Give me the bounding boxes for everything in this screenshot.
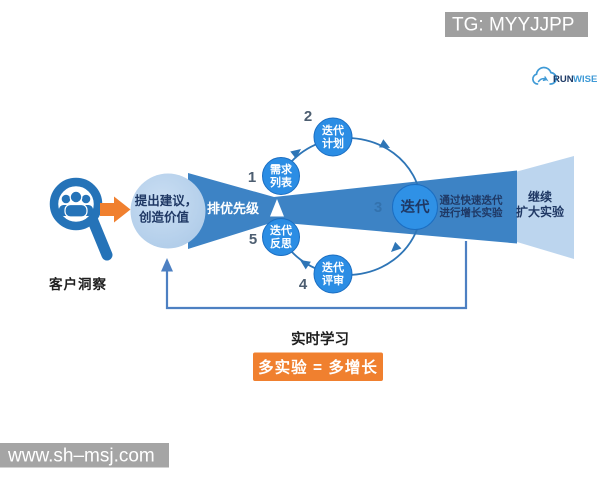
suggest-circle <box>130 173 206 249</box>
prioritize-label: 排优先级 <box>207 201 260 216</box>
cloud-icon <box>532 66 558 85</box>
suggest-line2: 创造价值 <box>138 210 190 225</box>
step3-circle <box>392 184 438 230</box>
arrowhead-step4-to-step5-icon <box>300 260 311 270</box>
site-watermark-text: www.sh–msj.com <box>7 446 155 467</box>
step1-node: 需求 列表 1 <box>248 157 300 195</box>
step2-node: 迭代 计划 2 <box>304 108 353 157</box>
step4-number: 4 <box>299 276 308 293</box>
feedback-bracket <box>165 241 468 310</box>
magnifier-handle <box>87 215 113 261</box>
runwise-text-run: RUN <box>553 74 574 85</box>
banner-box <box>253 352 383 381</box>
people-icon <box>59 190 93 218</box>
step2-circle <box>313 117 353 157</box>
step2-label-line1: 迭代 <box>322 123 344 137</box>
growth-experiment-line1: 通过快速迭代 <box>440 194 503 207</box>
step3-number: 3 <box>374 199 382 216</box>
funnel-shape <box>188 170 517 249</box>
bracket-up-arrowhead-icon <box>161 258 173 272</box>
step5-label-line2: 反思 <box>270 236 292 250</box>
step4-label-line1: 迭代 <box>322 260 344 274</box>
growth-experiment-line2: 进行增长实验 <box>440 206 503 219</box>
tg-watermark-text: TG: MYYJJPP <box>452 15 574 36</box>
arrowhead-step1-to-step2-icon <box>290 149 301 159</box>
scale-line2: 扩大实验 <box>516 204 565 219</box>
step5-circle <box>262 218 300 256</box>
arrowhead-step2-to-step3-icon <box>379 139 390 148</box>
scale-line1: 继续 <box>528 189 552 204</box>
step2-number: 2 <box>304 108 312 125</box>
tg-watermark: TG: MYYJJPP <box>445 12 588 37</box>
step5-label-line1: 迭代 <box>270 223 292 237</box>
tg-watermark-box <box>445 12 588 37</box>
step3-node: 迭代 <box>392 184 438 230</box>
site-watermark: www.sh–msj.com <box>0 443 169 468</box>
step1-number: 1 <box>248 169 256 186</box>
step4-label-line2: 评审 <box>322 273 344 287</box>
orange-arrow-icon <box>100 196 131 223</box>
magnifier-icon <box>49 177 113 261</box>
banner: 多实验 = 多增长 <box>253 352 383 381</box>
realtime-learning-label: 实时学习 <box>291 330 349 348</box>
step1-label-line1: 需求 <box>270 162 293 176</box>
runwise-logo: RUN WISE <box>532 66 597 85</box>
arrowhead-step3-to-step4-icon <box>391 241 402 252</box>
step4-node: 迭代 评审 4 <box>299 254 353 294</box>
step3-label: 迭代 <box>401 198 430 216</box>
scale-trapezoid <box>517 156 574 259</box>
step1-label-line2: 列表 <box>270 175 293 189</box>
customer-insight-label: 客户洞察 <box>48 276 107 292</box>
step5-number: 5 <box>249 231 257 248</box>
waist-up-arrow-icon <box>270 199 284 217</box>
suggest-line1: 提出建议， <box>135 193 198 208</box>
step1-circle <box>262 157 300 195</box>
banner-text: 多实验 = 多增长 <box>258 358 378 377</box>
site-watermark-box <box>0 443 169 468</box>
step5-node: 迭代 反思 5 <box>249 218 300 256</box>
runwise-text-wise: WISE <box>573 74 597 85</box>
step2-label-line2: 计划 <box>322 136 344 150</box>
step4-circle <box>313 254 353 294</box>
cloud-arrow-icon <box>537 76 549 83</box>
